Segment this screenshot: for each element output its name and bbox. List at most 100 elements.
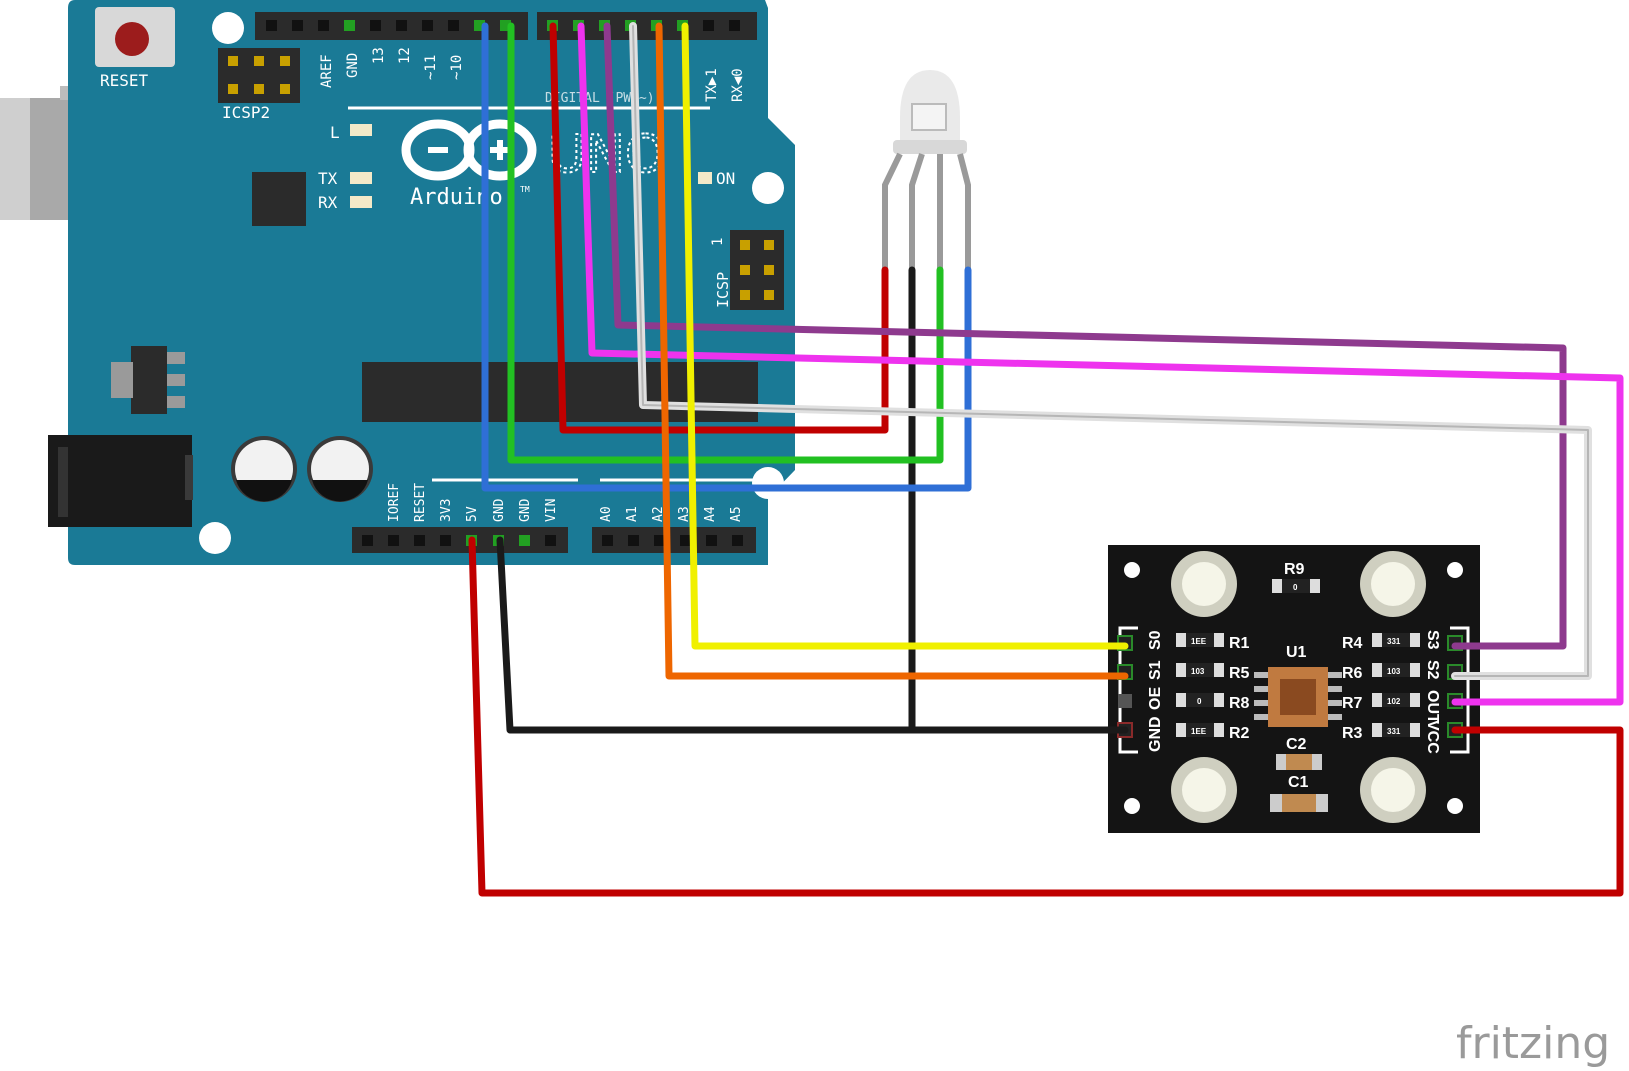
- pin-label-a1: A1: [625, 506, 640, 522]
- arduino-logo: [401, 119, 537, 181]
- resistors-left: [1176, 633, 1224, 737]
- sensor-led-bottom-right: [1360, 757, 1426, 823]
- wire-s0[interactable]: [681, 22, 1129, 650]
- capacitor-label-c2: C2: [1286, 736, 1307, 753]
- pin-label-a4: A4: [703, 506, 718, 522]
- wire-gnd[interactable]: [496, 536, 1129, 734]
- wire-s3[interactable]: [603, 22, 1567, 650]
- led-on-label: ON: [716, 169, 735, 188]
- wire-led-blue[interactable]: [481, 22, 972, 492]
- pin-label-ioref: IOREF: [387, 483, 402, 522]
- led-tx-label: TX: [318, 169, 338, 188]
- pin-label-a5: A5: [729, 506, 744, 522]
- pin-label-vin: VIN: [544, 499, 559, 522]
- resistor-label-r1: R1: [1229, 635, 1250, 652]
- usb-chip: [252, 172, 306, 226]
- pin-label-5v: 5V: [465, 506, 480, 522]
- icsp-pin1-label: 1: [710, 238, 726, 246]
- pin-label-a0: A0: [599, 506, 614, 522]
- resistor-code-r2: 1EE: [1191, 727, 1207, 736]
- pin-label-10: ~10: [449, 55, 465, 80]
- resistor-code-r5: 103: [1191, 667, 1205, 676]
- pin-label-aref: AREF: [319, 54, 335, 88]
- pin-label-a3: A3: [677, 506, 692, 522]
- pin-label-11: ~11: [423, 55, 439, 80]
- icsp-label: ICSP: [714, 272, 732, 308]
- chip-label: U1: [1286, 644, 1307, 661]
- icsp-header: [730, 230, 784, 310]
- resistor-code-r4: 331: [1387, 637, 1401, 646]
- resistor-label-r8: R8: [1229, 695, 1250, 712]
- led-rx: [350, 196, 372, 208]
- resistor-label-r3: R3: [1342, 725, 1363, 742]
- led-l-label: L: [330, 123, 340, 142]
- resistor-label-r2: R2: [1229, 725, 1250, 742]
- pin-label-reset: RESET: [413, 483, 428, 522]
- sensor-pin-s3: S3: [1424, 630, 1441, 650]
- wire-out[interactable]: [577, 22, 1624, 706]
- resistor-code-r1: 1EE: [1191, 637, 1207, 646]
- pin-label-tx1: TX▶1: [704, 68, 720, 102]
- wire-led-green[interactable]: [507, 22, 944, 464]
- capacitor-2: [307, 436, 373, 502]
- wire-s1[interactable]: [655, 22, 1129, 680]
- arduino-tm: TM: [520, 185, 530, 194]
- digital-header-label: DIGITAL (PWM~): [545, 91, 655, 106]
- color-sensor-module[interactable]: U1 1EE 103 0 1EE R1 R5 R8 R2: [1108, 545, 1480, 833]
- pin-label-a2: A2: [651, 506, 666, 522]
- pin-label-12: 12: [397, 47, 413, 64]
- pin-label-gnd-top: GND: [345, 53, 361, 78]
- sensor-led-top-right: [1360, 551, 1426, 617]
- led-tx: [350, 172, 372, 184]
- header-power: [352, 527, 568, 553]
- tcs3200-chip: [1254, 667, 1342, 727]
- sensor-pin-s2: S2: [1424, 660, 1441, 680]
- resistor-label-r6: R6: [1342, 665, 1363, 682]
- resistors-right: [1372, 633, 1420, 737]
- wire-5v[interactable]: [468, 536, 1624, 897]
- wires: [468, 22, 1624, 897]
- resistor-label-r7: R7: [1342, 695, 1363, 712]
- power-jack: [48, 435, 193, 527]
- header-analog: [592, 527, 756, 553]
- resistor-code-r3: 331: [1387, 727, 1401, 736]
- led-rx-label: RX: [318, 193, 338, 212]
- sensor-pin-vcc: VCC: [1424, 720, 1441, 754]
- led-l: [350, 124, 372, 136]
- resistor-code-r6: 103: [1387, 667, 1401, 676]
- reset-label: RESET: [100, 71, 149, 90]
- resistor-code-r9: 0: [1293, 583, 1298, 592]
- capacitor-c1: [1270, 794, 1328, 812]
- sensor-pin-gnd: GND: [1147, 716, 1164, 752]
- reset-button[interactable]: [95, 7, 175, 67]
- voltage-regulator: [111, 346, 185, 414]
- arduino-model: UNO: [548, 125, 666, 185]
- capacitor-label-c1: C1: [1288, 774, 1309, 791]
- capacitor-c2: [1276, 754, 1322, 770]
- resistor-code-r7: 102: [1387, 697, 1401, 706]
- rgb-led[interactable]: [882, 70, 971, 270]
- capacitor-1: [231, 436, 297, 502]
- sensor-pin-oe: OE: [1147, 687, 1164, 710]
- arduino-wordmark: Arduino: [410, 185, 503, 210]
- header-digital: [537, 12, 757, 40]
- sensor-led-bottom-left: [1171, 757, 1237, 823]
- arduino-uno-board[interactable]: RESET ICSP2 AREF GND: [0, 0, 795, 565]
- sensor-pin-out: OUT: [1424, 690, 1441, 724]
- wire-led-red[interactable]: [549, 22, 889, 434]
- resistor-label-r9: R9: [1284, 561, 1305, 578]
- sensor-pin-s1: S1: [1147, 660, 1164, 680]
- icsp2-label: ICSP2: [222, 103, 270, 122]
- pin-label-gnd-2: GND: [518, 498, 533, 522]
- pin-label-gnd-1: GND: [492, 498, 507, 522]
- resistor-label-r5: R5: [1229, 665, 1250, 682]
- sensor-led-top-left: [1171, 551, 1237, 617]
- led-on: [698, 172, 712, 184]
- resistor-code-r8: 0: [1197, 697, 1202, 706]
- resistor-label-r4: R4: [1342, 635, 1363, 652]
- pin-label-rx0: RX◀0: [730, 68, 746, 102]
- sensor-pin-s0: S0: [1147, 630, 1164, 650]
- pin-label-3v3: 3V3: [439, 499, 454, 522]
- icsp2-header: [218, 48, 300, 103]
